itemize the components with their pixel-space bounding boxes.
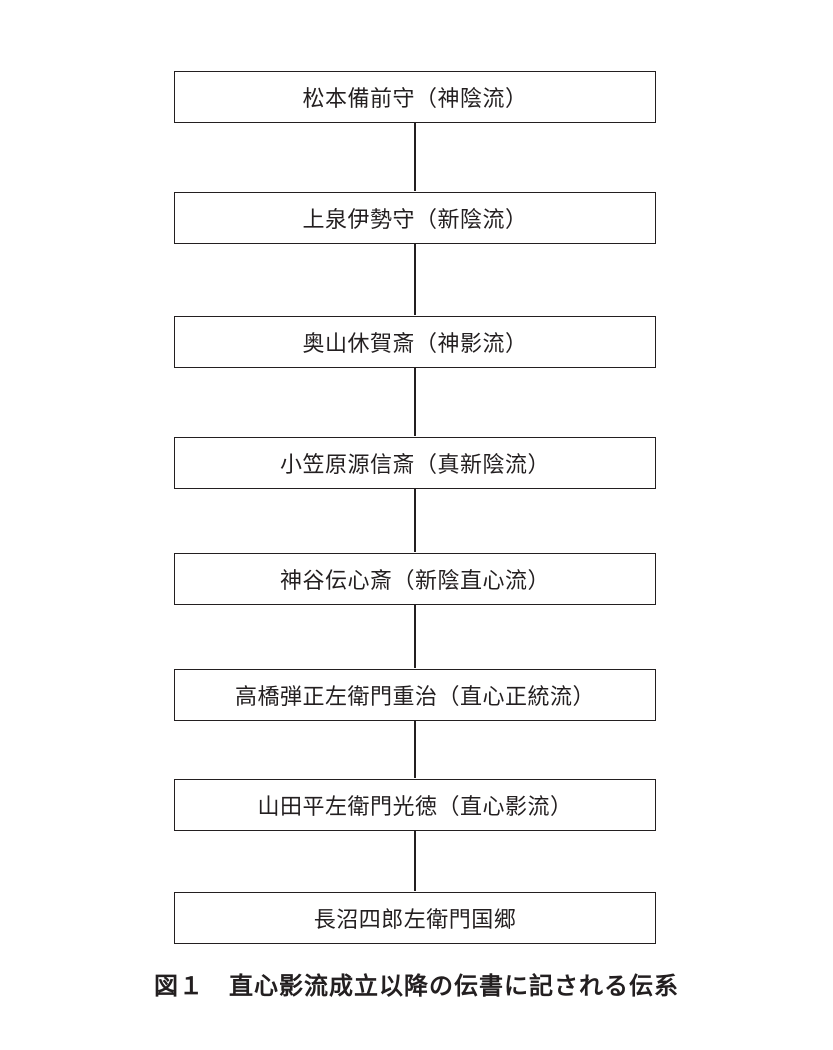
connector-line xyxy=(414,368,416,436)
lineage-node-6: 高橋弾正左衛門重治（直心正統流） xyxy=(174,669,656,721)
lineage-node-1: 松本備前守（神陰流） xyxy=(174,71,656,123)
node-label: 小笠原源信斎（真新陰流） xyxy=(279,453,550,478)
lineage-node-7: 山田平左衛門光徳（直心影流） xyxy=(174,779,656,831)
node-label: 松本備前守（神陰流） xyxy=(302,87,528,112)
connector-line xyxy=(414,831,416,891)
node-label: 上泉伊勢守（新陰流） xyxy=(302,208,528,233)
lineage-node-5: 神谷伝心斎（新陰直心流） xyxy=(174,553,656,605)
lineage-node-3: 奥山休賀斎（神影流） xyxy=(174,316,656,368)
connector-line xyxy=(414,123,416,191)
node-label: 長沼四郎左衛門国郷 xyxy=(313,908,517,933)
lineage-node-4: 小笠原源信斎（真新陰流） xyxy=(174,437,656,489)
lineage-node-8: 長沼四郎左衛門国郷 xyxy=(174,892,656,944)
lineage-node-2: 上泉伊勢守（新陰流） xyxy=(174,192,656,244)
connector-line xyxy=(414,605,416,668)
figure-caption: 図１ 直心影流成立以降の伝書に記される伝系 xyxy=(154,972,679,1000)
node-label: 山田平左衛門光徳（直心影流） xyxy=(257,795,573,820)
node-label: 神谷伝心斎（新陰直心流） xyxy=(279,569,550,594)
node-label: 奥山休賀斎（神影流） xyxy=(302,332,528,357)
connector-line xyxy=(414,489,416,552)
node-label: 高橋弾正左衛門重治（直心正統流） xyxy=(234,685,595,710)
connector-line xyxy=(414,244,416,315)
connector-line xyxy=(414,721,416,778)
